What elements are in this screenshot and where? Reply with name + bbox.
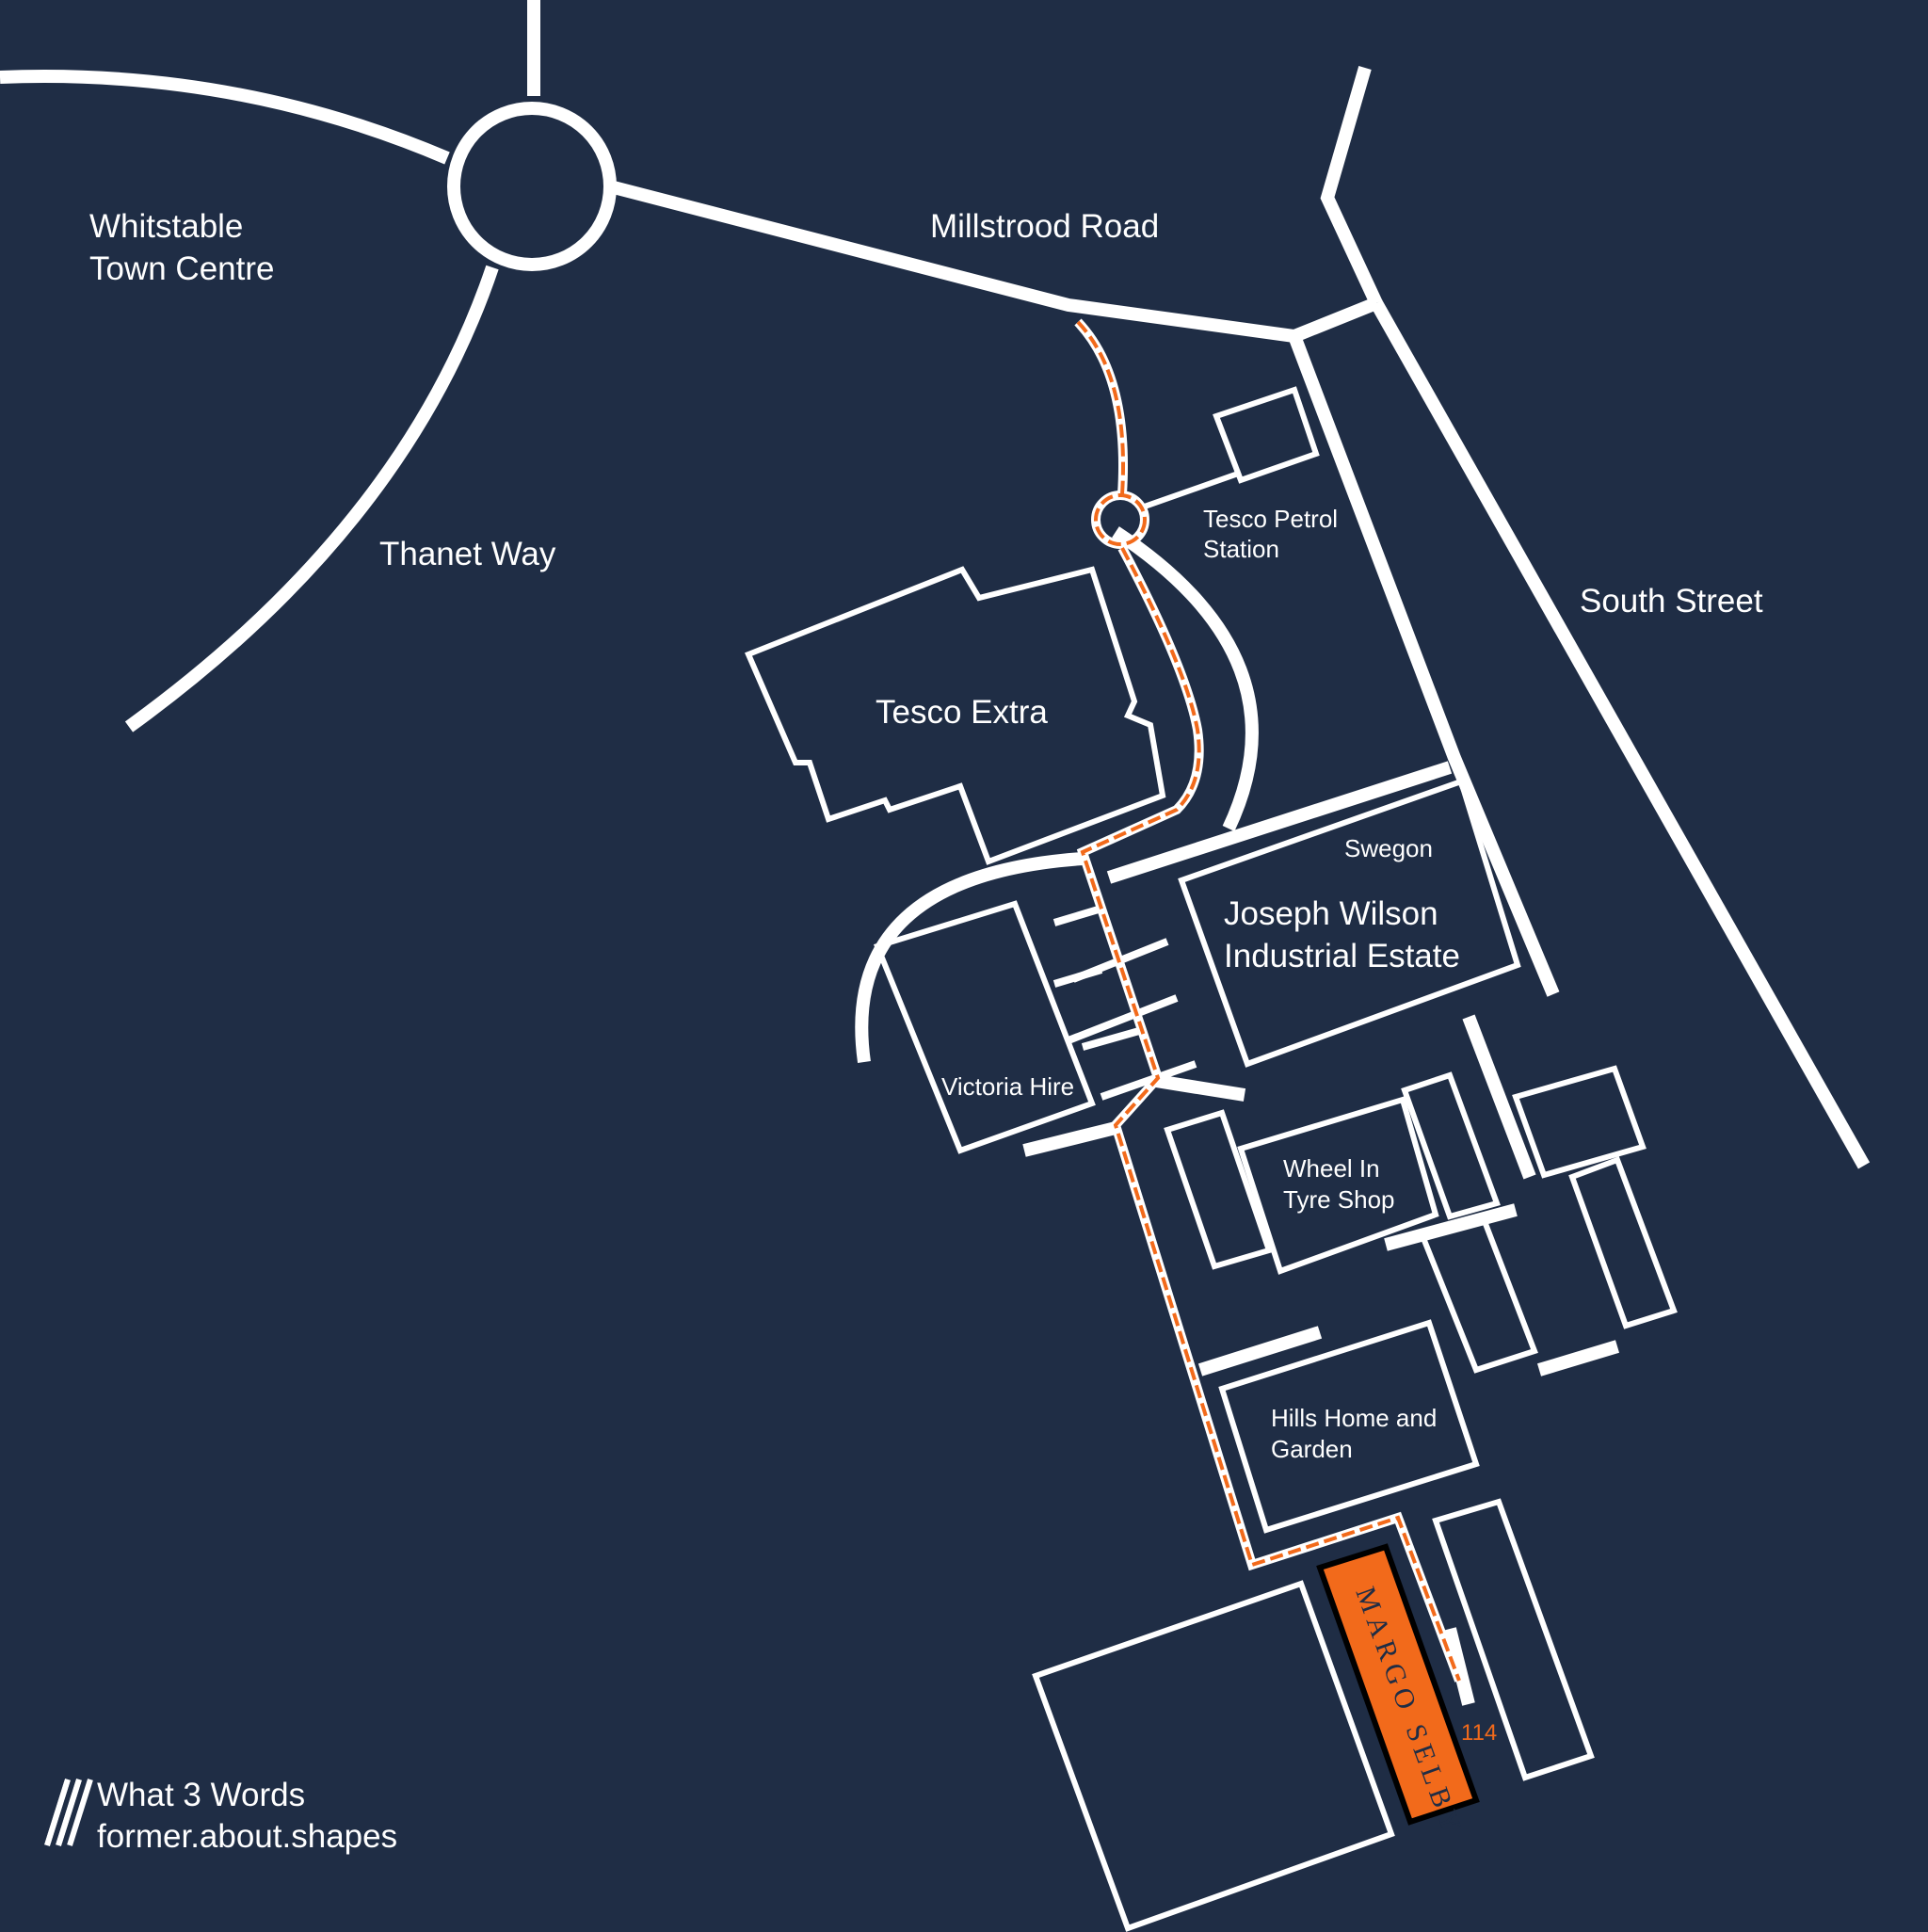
what3words-title: What 3 Words <box>97 1777 305 1813</box>
road-curve-west <box>855 852 1084 1063</box>
label-joseph-wilson-1: Joseph Wilson <box>1224 895 1438 932</box>
building-unit-north-a <box>1401 1071 1501 1220</box>
road-south-link <box>1154 1074 1246 1102</box>
estate-roads <box>855 333 1620 1706</box>
road-network <box>0 0 1871 1169</box>
building-large-south <box>1032 1580 1395 1932</box>
building-hills <box>1218 1319 1480 1534</box>
road-hills-top <box>1197 1326 1323 1377</box>
label-wheel-in-2: Tyre Shop <box>1283 1185 1395 1214</box>
label-swegon: Swegon <box>1344 834 1433 862</box>
label-tesco-petrol-1: Tesco Petrol <box>1203 505 1338 533</box>
road-thanet-way <box>124 265 499 733</box>
building-unit-mid-a <box>1417 1213 1538 1374</box>
road-west-to-roundabout <box>0 70 450 165</box>
building-unit-east-b <box>1568 1156 1678 1329</box>
label-tesco-petrol-2: Station <box>1203 535 1279 563</box>
road-east-perimeter <box>1288 333 1560 997</box>
labels: Whitstable Town Centre Millstrood Road T… <box>89 208 1763 1463</box>
label-tesco-extra: Tesco Extra <box>876 694 1048 731</box>
destination-building <box>1316 1543 1480 1826</box>
parking-bays <box>1052 905 1197 1101</box>
unit-number: 114 <box>1461 1720 1497 1746</box>
label-whitstable-1: Whitstable <box>89 208 243 245</box>
building-unit-east-a <box>1512 1065 1647 1179</box>
building-tesco-extra <box>745 566 1166 865</box>
what3words-address[interactable]: former.about.shapes <box>97 1818 397 1855</box>
road-row-a <box>1462 1014 1536 1180</box>
route-line <box>1076 320 1461 1682</box>
main-roundabout <box>447 102 617 271</box>
road-tesco-roundabout-to-swegon <box>1112 526 1259 831</box>
road-swegon-edge <box>1106 761 1453 884</box>
building-wheel-in <box>1237 1096 1439 1275</box>
building-victoria-hire <box>873 900 1096 1154</box>
road-north-east-spur <box>1320 66 1383 306</box>
what3words-block: What 3 Words former.about.shapes <box>44 1777 397 1855</box>
road-south-street <box>1370 299 1871 1169</box>
label-south-street: South Street <box>1580 583 1763 620</box>
road-stub-margo <box>1443 1627 1475 1706</box>
building-unit-south-east <box>1432 1498 1595 1781</box>
building-unit-west <box>1164 1109 1273 1270</box>
destination-margo-selby: MARGO SELBY 114 <box>1316 1543 1497 1842</box>
label-thanet-way: Thanet Way <box>379 536 556 572</box>
road-victoria-south <box>1022 1121 1117 1157</box>
road-row-b <box>1536 1340 1620 1377</box>
label-millstrood-road: Millstrood Road <box>930 208 1159 245</box>
label-hills-2: Garden <box>1271 1435 1353 1463</box>
route-mini-roundabout <box>1094 493 1147 546</box>
label-wheel-in-1: Wheel In <box>1283 1154 1380 1183</box>
label-whitstable-2: Town Centre <box>89 250 274 287</box>
route-path <box>1074 318 1464 1682</box>
label-hills-1: Hills Home and <box>1271 1404 1437 1432</box>
label-joseph-wilson-2: Industrial Estate <box>1224 938 1460 974</box>
buildings <box>745 386 1678 1932</box>
building-joseph-wilson <box>1178 778 1521 1068</box>
label-victoria-hire: Victoria Hire <box>941 1072 1074 1101</box>
road-millstrood <box>608 180 1379 344</box>
building-tesco-petrol <box>1213 386 1320 484</box>
